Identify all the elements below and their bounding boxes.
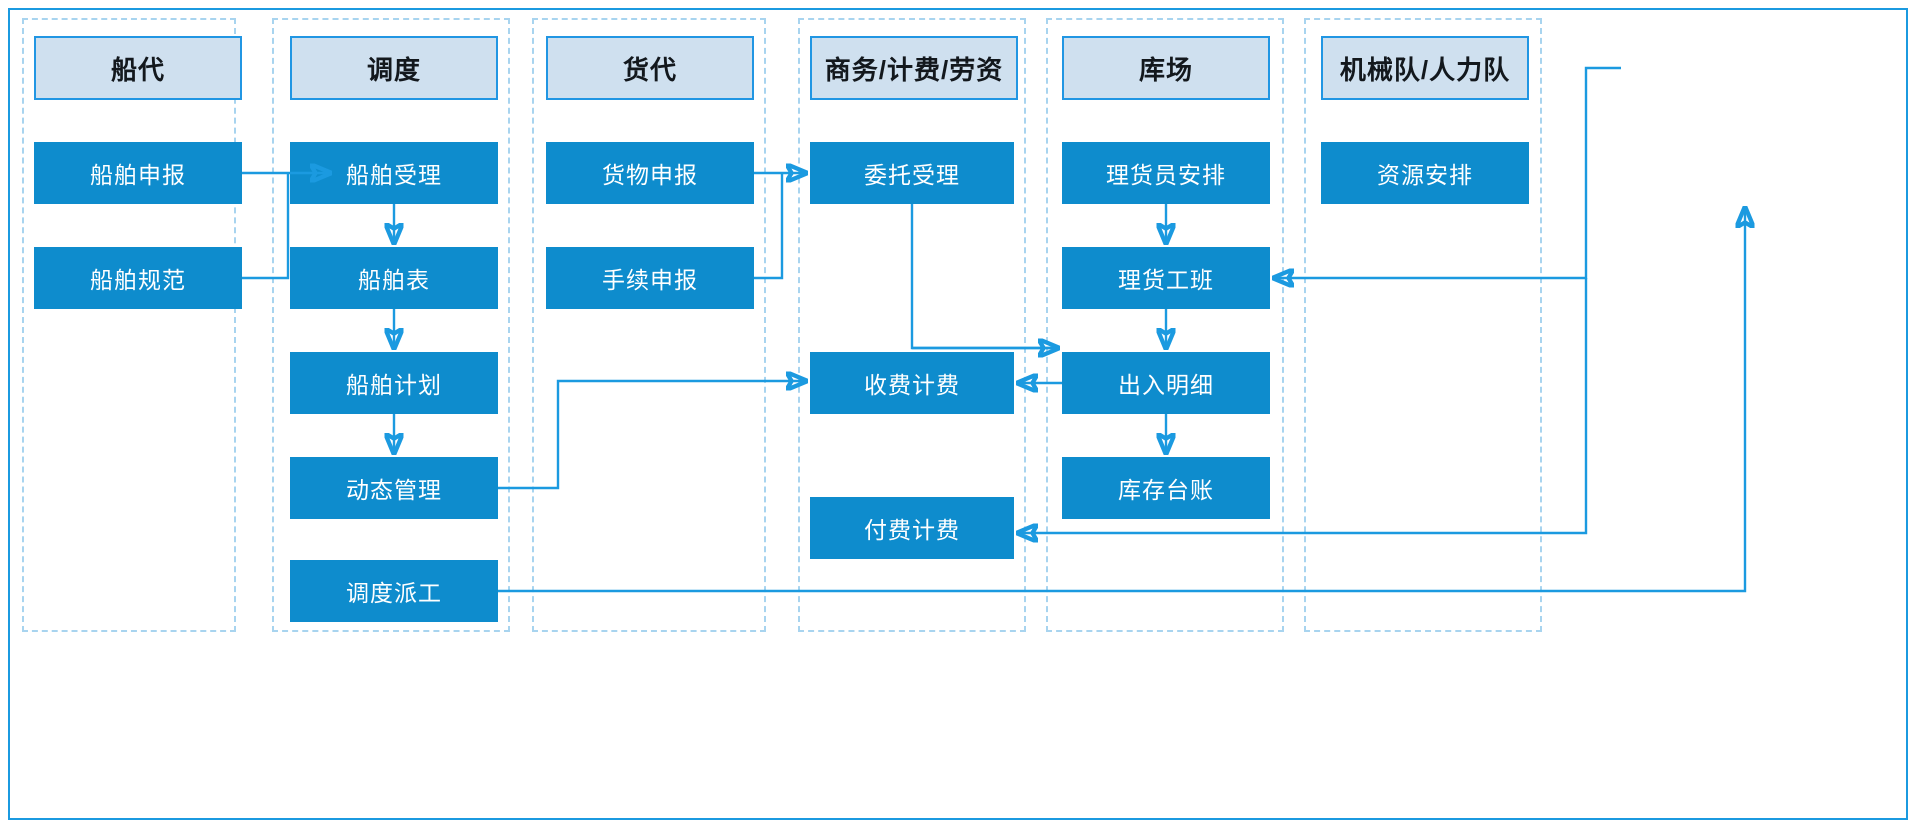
node-chuanbo-shenbao[interactable]: 船舶申报 [34, 142, 242, 204]
node-lihuo-gongban[interactable]: 理货工班 [1062, 247, 1270, 309]
swimlane-jixie [1304, 18, 1542, 632]
swimlane-huodai [532, 18, 766, 632]
node-chuanbo-shouli[interactable]: 船舶受理 [290, 142, 498, 204]
node-diaodu-paigong[interactable]: 调度派工 [290, 560, 498, 622]
node-weituo-shouli[interactable]: 委托受理 [810, 142, 1014, 204]
lane-header-shangwu[interactable]: 商务/计费/劳资 [810, 36, 1018, 100]
lane-header-kuchang[interactable]: 库场 [1062, 36, 1270, 100]
node-huowu-shenbao[interactable]: 货物申报 [546, 142, 754, 204]
lane-header-diaodu[interactable]: 调度 [290, 36, 498, 100]
lane-header-huodai[interactable]: 货代 [546, 36, 754, 100]
node-fufei-jifei[interactable]: 付费计费 [810, 497, 1014, 559]
node-chuanbo-guifan[interactable]: 船舶规范 [34, 247, 242, 309]
swimlane-chuandai [22, 18, 236, 632]
node-dongtai-guanli[interactable]: 动态管理 [290, 457, 498, 519]
swimlane-kuchang [1046, 18, 1284, 632]
lane-header-chuandai[interactable]: 船代 [34, 36, 242, 100]
node-churu-mingxi[interactable]: 出入明细 [1062, 352, 1270, 414]
node-kucun-taizhang[interactable]: 库存台账 [1062, 457, 1270, 519]
lane-header-jixie[interactable]: 机械队/人力队 [1321, 36, 1529, 100]
node-chuanbo-jihua[interactable]: 船舶计划 [290, 352, 498, 414]
node-ziyuan-anpai[interactable]: 资源安排 [1321, 142, 1529, 204]
node-lihuoyuan-anpai[interactable]: 理货员安排 [1062, 142, 1270, 204]
swimlane-diaodu [272, 18, 510, 632]
node-chuanbo-biao[interactable]: 船舶表 [290, 247, 498, 309]
node-shouxu-shenbao[interactable]: 手续申报 [546, 247, 754, 309]
node-shoufei-jifei[interactable]: 收费计费 [810, 352, 1014, 414]
